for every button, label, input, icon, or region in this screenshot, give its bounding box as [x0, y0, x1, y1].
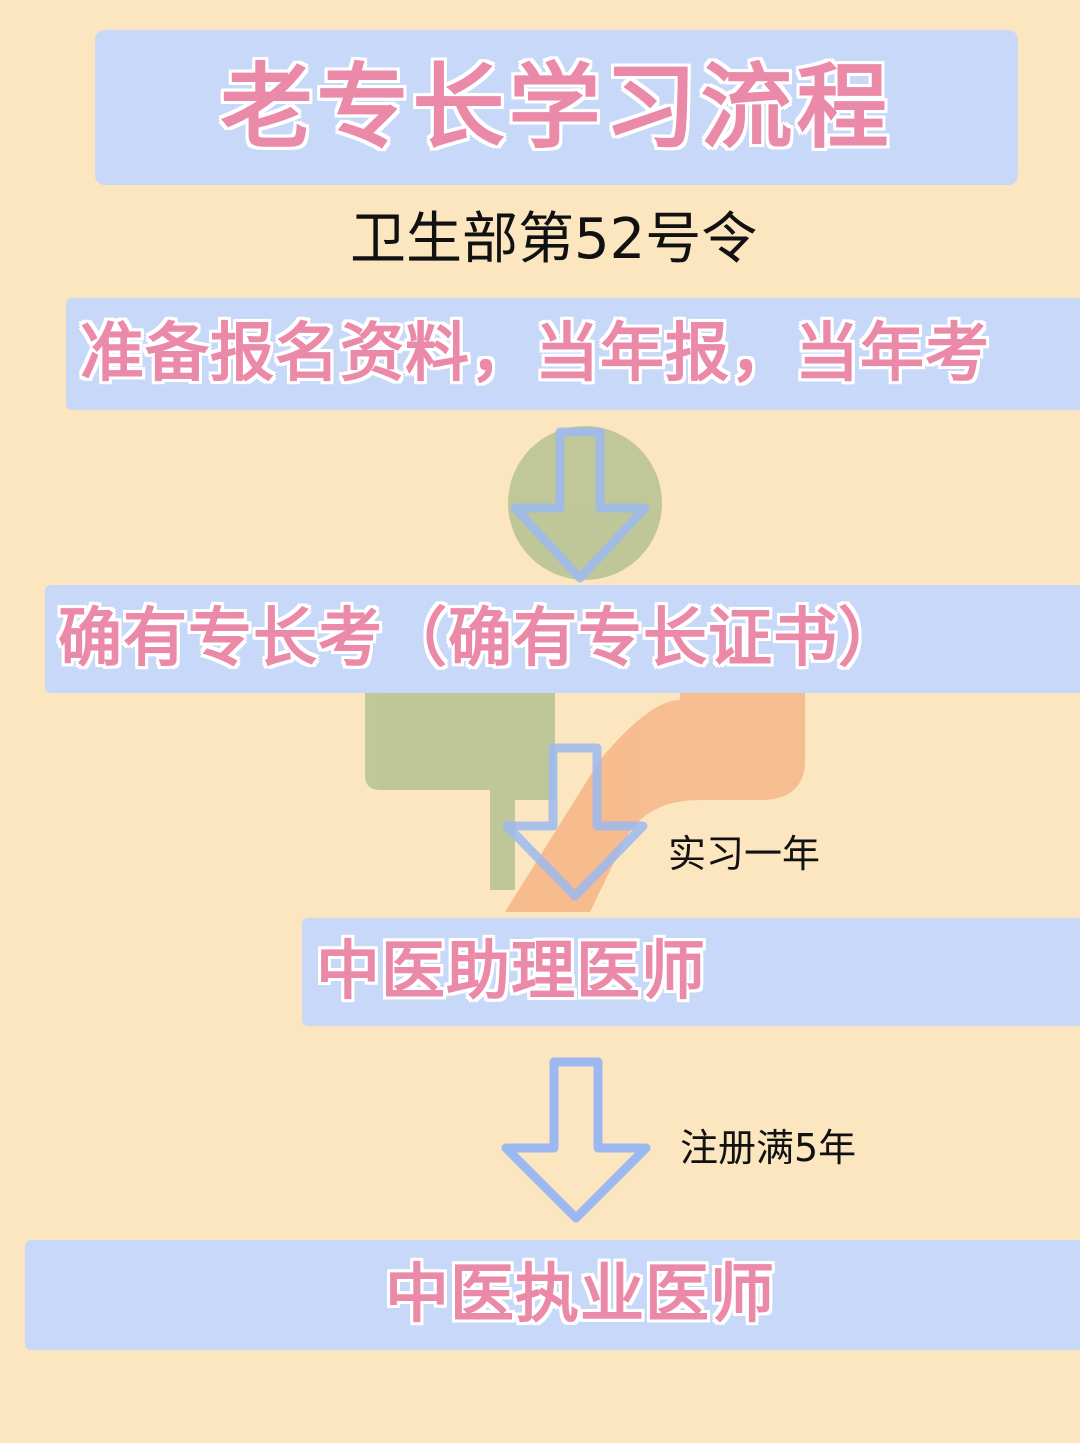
down-arrow-icon	[502, 743, 648, 901]
step-3-label: 中医助理医师	[316, 935, 706, 1009]
page-subtitle: 卫生部第52号令	[350, 207, 758, 272]
step-3-band	[302, 918, 1080, 1026]
step-2-label: 确有专长考（确有专长证书）	[58, 602, 903, 676]
page-title: 老专长学习流程	[220, 54, 893, 161]
step-4-label: 中医执业医师	[385, 1258, 775, 1332]
step-4-band	[25, 1240, 1080, 1350]
step-1-band	[66, 298, 1080, 410]
down-arrow-icon	[510, 427, 650, 583]
down-arrow-icon	[501, 1057, 651, 1223]
title-band	[95, 30, 1018, 185]
step-1-label: 准备报名资料，当年报，当年考	[80, 317, 990, 391]
step-2-band	[45, 585, 1080, 693]
transition-note-registration: 注册满5年	[680, 1126, 857, 1170]
transition-note-internship: 实习一年	[668, 832, 821, 876]
